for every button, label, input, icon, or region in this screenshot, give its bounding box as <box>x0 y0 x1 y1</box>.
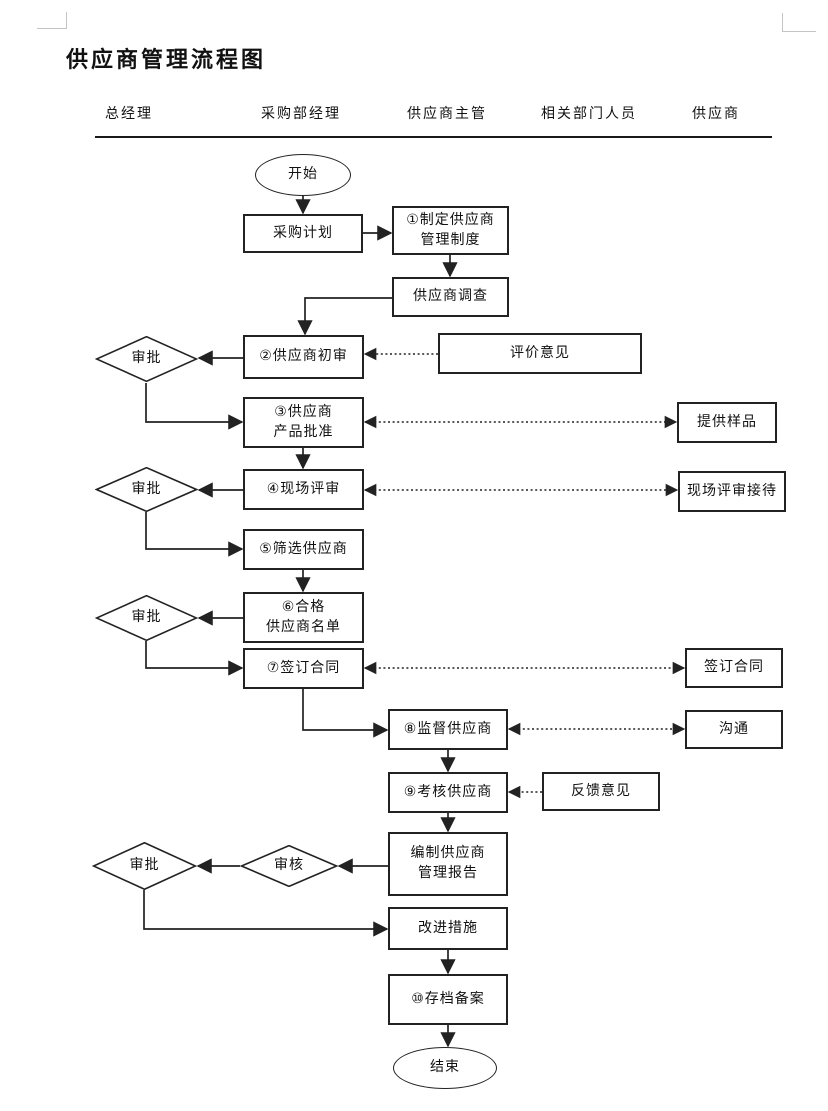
node-initial-review: ②供应商初审 <box>243 335 364 379</box>
node-screen-suppliers: ⑤筛选供应商 <box>243 529 364 570</box>
node-approval-4: 审批 <box>92 842 197 890</box>
node-provide-samples: 提供样品 <box>677 402 777 443</box>
node-feedback: 反馈意见 <box>542 772 660 811</box>
node-end: 结束 <box>393 1047 497 1089</box>
lane-header-rule <box>95 136 772 138</box>
node-eval-opinion: 评价意见 <box>438 333 642 374</box>
node-product-approval: ③供应商产品批准 <box>243 397 364 448</box>
node-label: 签订合同 <box>704 659 764 676</box>
lane-header-purchasing-manager: 采购部经理 <box>261 106 341 122</box>
node-qualified-list: ⑥合格供应商名单 <box>243 592 364 643</box>
node-label: 供应商调查 <box>413 288 488 305</box>
node-label: 改进措施 <box>418 919 478 936</box>
node-approval-2: 审批 <box>95 467 198 512</box>
node-label: ③供应商产品批准 <box>273 403 334 440</box>
node-label: 反馈意见 <box>571 782 631 799</box>
edge-sign-to-supervise <box>302 689 389 738</box>
node-start: 开始 <box>255 154 351 196</box>
node-label: 沟通 <box>719 720 749 737</box>
lane-header-related-dept-staff: 相关部门人员 <box>541 106 637 122</box>
node-label: ①制定供应商管理制度 <box>406 211 495 248</box>
page-title: 供应商管理流程图 <box>66 48 267 73</box>
node-label: ②供应商初审 <box>259 348 348 365</box>
node-review: 审核 <box>240 845 338 887</box>
node-approval-1: 审批 <box>95 336 198 382</box>
node-label: 审批 <box>131 480 162 497</box>
node-approval-3: 审批 <box>95 595 198 641</box>
node-label: 审批 <box>131 609 162 626</box>
node-supervise: ⑧监督供应商 <box>388 709 508 750</box>
page-margin-crop-mark-left <box>37 12 67 29</box>
node-label: ⑩存档备案 <box>411 990 485 1007</box>
node-purchase-plan: 采购计划 <box>243 214 363 253</box>
lane-header-supplier-supervisor: 供应商主管 <box>407 106 487 122</box>
edge-approval3-to-sign <box>145 641 244 676</box>
lane-header-general-manager: 总经理 <box>105 106 153 122</box>
page-margin-crop-mark-right <box>782 13 816 32</box>
node-label: ⑥合格供应商名单 <box>266 598 341 635</box>
node-label: 现场评审接待 <box>687 482 777 499</box>
edge-approval2-to-screen <box>145 512 244 557</box>
lane-header-supplier: 供应商 <box>692 106 740 122</box>
node-label: 编制供应商管理报告 <box>410 845 486 881</box>
edge-survey-to-initial-review <box>297 297 392 336</box>
node-communicate: 沟通 <box>685 710 783 749</box>
diamond-shape <box>95 595 198 641</box>
node-label: 提供样品 <box>697 413 757 430</box>
diamond-shape <box>95 336 198 382</box>
node-label: ⑧监督供应商 <box>403 720 493 737</box>
node-site-review: ④现场评审 <box>243 469 364 510</box>
node-site-reception: 现场评审接待 <box>678 471 786 512</box>
node-assess: ⑨考核供应商 <box>388 772 508 813</box>
node-survey: 供应商调查 <box>392 277 509 317</box>
node-label: 采购计划 <box>273 224 333 241</box>
node-label: ⑦签订合同 <box>266 659 341 676</box>
diamond-shape <box>95 467 198 512</box>
node-label: 审批 <box>129 857 160 874</box>
node-label: 结束 <box>430 1059 460 1076</box>
node-label: ⑨考核供应商 <box>403 783 493 800</box>
node-sign-contract-supplier: 签订合同 <box>685 648 783 688</box>
node-sign-contract: ⑦签订合同 <box>243 648 364 689</box>
node-label: 审核 <box>274 857 304 874</box>
edge-approval1-to-product <box>145 383 244 430</box>
node-label: ⑤筛选供应商 <box>259 540 348 557</box>
node-label: ④现场评审 <box>266 480 341 497</box>
node-report: 编制供应商管理报告 <box>388 832 508 896</box>
node-improve: 改进措施 <box>388 907 508 950</box>
edge-approval4-to-improve <box>143 890 389 937</box>
diamond-shape <box>92 842 197 890</box>
diamond-shape <box>240 845 338 887</box>
node-label: 评价意见 <box>510 344 570 361</box>
node-archive: ⑩存档备案 <box>388 974 508 1025</box>
node-make-system: ①制定供应商管理制度 <box>392 206 509 255</box>
node-label: 审批 <box>131 350 162 367</box>
node-label: 开始 <box>288 166 318 183</box>
